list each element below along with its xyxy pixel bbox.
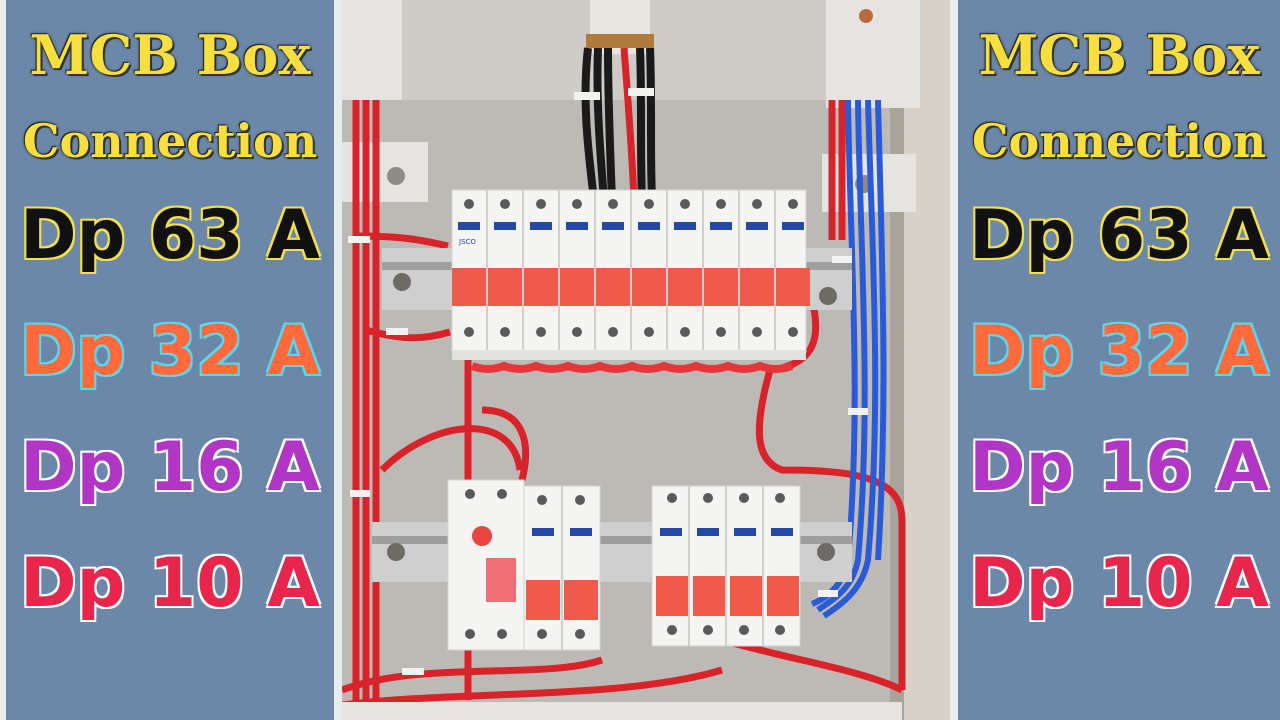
rating-dp-63-right: Dp 63 A [969,196,1269,275]
rating-dp-16-right: Dp 16 A [969,428,1269,507]
rating-dp-10: Dp 10 A [20,544,320,623]
rating-dp-32-right: Dp 32 A [969,312,1269,391]
breaker-brand-label: JSCO [458,238,476,246]
title-line-1-right: MCB Box [978,23,1260,87]
right-text-panel: MCB Box Connection Dp 63 A Dp 32 A Dp 16… [958,0,1280,720]
mcb-box-photo: JSCO [342,0,950,720]
title-line-1: MCB Box [29,23,311,87]
rating-dp-10-right: Dp 10 A [969,544,1269,623]
rating-dp-32: Dp 32 A [20,312,320,391]
rating-dp-16: Dp 16 A [20,428,320,507]
title-line-2-right: Connection [971,114,1267,168]
title-line-2: Connection [22,114,318,168]
left-text-panel: MCB Box Connection Dp 63 A Dp 32 A Dp 16… [6,0,334,720]
rating-dp-63: Dp 63 A [20,196,320,275]
